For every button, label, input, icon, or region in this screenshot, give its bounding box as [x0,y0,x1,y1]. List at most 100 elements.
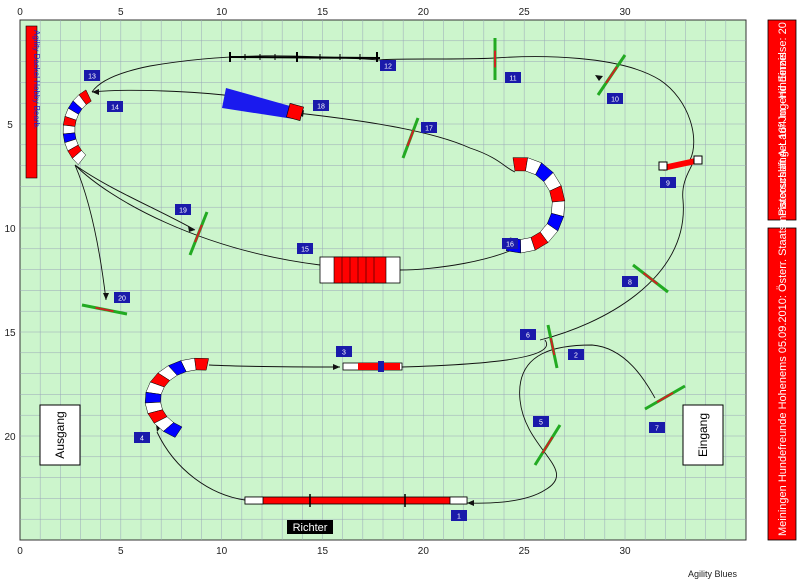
hurdle-bar [642,272,659,285]
hurdle [533,424,562,466]
obstacle-number-14: 14 [107,101,123,112]
number-box [568,349,584,360]
hurdle [632,263,669,294]
x-tick-bottom: 5 [118,546,124,557]
hurdle-bar [656,392,674,403]
obstacle-number-8: 8 [622,276,638,287]
obstacle-number-20: 20 [114,292,130,303]
course-info-panel: Parcourslänge: 164 m - Hindernisse: 20 S… [767,0,797,221]
x-tick-bottom: 30 [619,546,631,557]
x-tick-bottom: 10 [216,546,228,557]
obstacle-number-3: 3 [336,346,352,357]
number-box [533,416,549,427]
obstacle-number-7: 7 [649,422,665,433]
obstacle-number-17: 17 [421,122,437,133]
number-box [505,72,521,83]
number-box [175,204,191,215]
hurdle-bar [406,129,415,147]
number-label: 18 [317,104,325,111]
obstacle-number-13: 13 [84,70,100,81]
obstacle-number-19: 19 [175,204,191,215]
hurdle-bar [605,66,618,84]
obstacle-number-12: 12 [380,60,396,71]
obstacle-number-2: 2 [568,349,584,360]
number-label: 2 [574,353,578,360]
obstacle-number-11: 11 [505,72,521,83]
number-box [313,100,329,111]
number-box [114,292,130,303]
tunnel-4 [144,357,209,438]
number-box [84,70,100,81]
number-label: 7 [655,426,659,433]
number-label: 10 [611,97,619,104]
x-tick-bottom: 0 [17,546,23,557]
obstacle-number-1: 1 [451,510,467,521]
ausgang-label: Ausgang [53,411,67,458]
hurdle-bar [194,224,203,243]
obstacle-number-5: 5 [533,416,549,427]
number-box [107,101,123,112]
number-label: 6 [526,333,530,340]
left-info-strip: Agility Dackel Hobby Bearb. [25,25,41,179]
number-box [649,422,665,433]
tunnel-segment [144,391,162,404]
tunnels [62,89,566,438]
obstacle-number-18: 18 [313,100,329,111]
x-tick-top: 15 [317,7,329,18]
judge-label: Richter [293,522,328,534]
obstacle-number-4: 4 [134,432,150,443]
obstacle-number-15: 15 [297,243,313,254]
number-box [622,276,638,287]
hurdle [596,54,627,96]
hurdle [546,324,559,369]
tunnel-13 [62,89,92,166]
x-tick-bottom: 25 [519,546,531,557]
x-tick-top: 10 [216,7,228,18]
judge-box: Richter [287,520,333,534]
credit-label: Agility Blues [688,569,738,579]
hurdle-bar [549,337,556,356]
dogwalk-bottom [244,494,468,507]
tyre [658,155,703,171]
number-label: 11 [509,76,516,83]
event-info-panel: Meiningen Hundefreunde Hohenems 05.09.20… [767,52,797,541]
number-box [502,238,518,249]
number-box [297,243,313,254]
number-label: 8 [628,280,632,287]
number-box [451,510,467,521]
a-frame [222,88,304,121]
x-tick-top: 25 [519,7,531,18]
event-info-text: Meiningen Hundefreunde Hohenems 05.09.20… [777,52,789,536]
ausgang-box: Ausgang [39,404,81,466]
number-box [607,93,623,104]
number-label: 15 [301,247,309,254]
tunnel-16 [505,157,566,254]
y-tick-left: 5 [7,120,13,131]
hurdle [81,303,128,316]
x-tick-top: 30 [619,7,631,18]
eingang-box: Eingang [682,404,724,466]
obstacle-number-9: 9 [660,177,676,188]
number-box [421,122,437,133]
y-tick-left: 10 [4,224,16,235]
seesaw [342,361,403,372]
number-label: 17 [425,126,433,133]
eingang-label: Eingang [696,413,710,457]
number-label: 16 [506,242,514,249]
number-box [380,60,396,71]
number-label: 5 [539,420,543,427]
number-label: 4 [140,436,144,443]
number-label: 20 [118,296,126,303]
course-info-text: Parcourslänge: 164 m - Hindernisse: 20 S… [777,0,789,216]
tunnel-segment [62,124,76,135]
number-label: 12 [384,64,392,71]
hurdles [81,38,686,466]
obstacle-number-10: 10 [607,93,623,104]
hurdle-bar [541,436,554,454]
number-label: 19 [179,208,187,215]
